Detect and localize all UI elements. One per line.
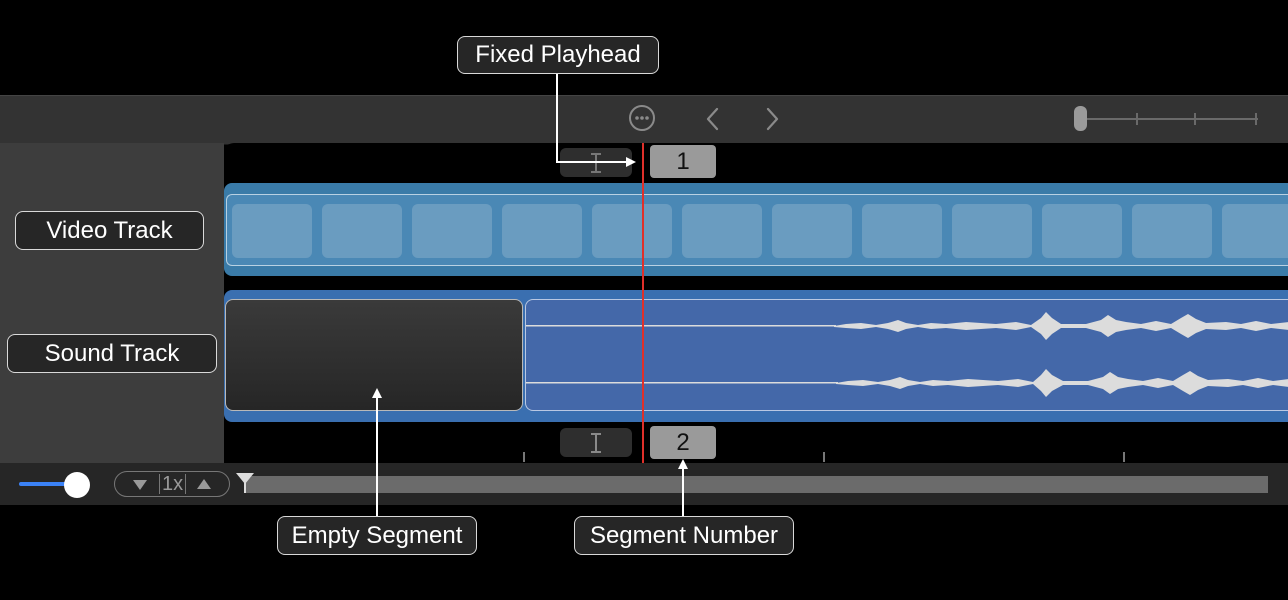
track-headers-pane bbox=[0, 143, 224, 463]
zoom-slider-thumb[interactable] bbox=[1074, 106, 1087, 131]
video-frame bbox=[502, 204, 582, 258]
volume-slider-thumb[interactable] bbox=[64, 472, 90, 498]
zoom-slider[interactable] bbox=[1074, 104, 1264, 134]
video-frame bbox=[592, 204, 672, 258]
empty-segment-callout: Empty Segment bbox=[277, 516, 477, 555]
chevron-left-icon[interactable] bbox=[703, 106, 723, 132]
more-icon[interactable] bbox=[628, 104, 656, 132]
video-frame bbox=[1222, 204, 1288, 258]
playback-speed-control: 1x bbox=[114, 471, 230, 497]
trim-handle-bottom[interactable] bbox=[560, 428, 632, 457]
video-frame bbox=[1042, 204, 1122, 258]
video-frame bbox=[682, 204, 762, 258]
triangle-down-icon[interactable] bbox=[132, 478, 148, 492]
segment-number-1: 1 bbox=[650, 145, 716, 178]
scrubber-bar[interactable] bbox=[244, 476, 1268, 493]
fixed-playhead-callout: Fixed Playhead bbox=[457, 36, 659, 74]
audio-waveform bbox=[526, 312, 1288, 397]
video-segment[interactable] bbox=[226, 194, 1288, 266]
video-track-callout: Video Track bbox=[15, 211, 204, 250]
video-frame bbox=[322, 204, 402, 258]
chevron-right-icon[interactable] bbox=[762, 106, 782, 132]
scrubber-head-icon[interactable] bbox=[235, 472, 255, 494]
video-frame bbox=[1132, 204, 1212, 258]
ruler-tick bbox=[823, 452, 825, 462]
ruler-tick bbox=[523, 452, 525, 462]
segment-number-callout: Segment Number bbox=[574, 516, 794, 555]
trim-icon bbox=[591, 433, 601, 453]
ruler-tick bbox=[1123, 452, 1125, 462]
video-frame bbox=[232, 204, 312, 258]
video-frame bbox=[412, 204, 492, 258]
fixed-playhead bbox=[642, 143, 644, 463]
volume-slider[interactable] bbox=[19, 471, 99, 498]
sound-track-callout: Sound Track bbox=[7, 334, 217, 373]
triangle-up-icon[interactable] bbox=[196, 477, 212, 491]
segment-number-2: 2 bbox=[650, 426, 716, 459]
speed-label: 1x bbox=[162, 473, 184, 495]
video-frame bbox=[952, 204, 1032, 258]
toolbar bbox=[0, 95, 1288, 145]
audio-segment[interactable] bbox=[525, 299, 1288, 411]
video-frame bbox=[862, 204, 942, 258]
video-frame bbox=[772, 204, 852, 258]
